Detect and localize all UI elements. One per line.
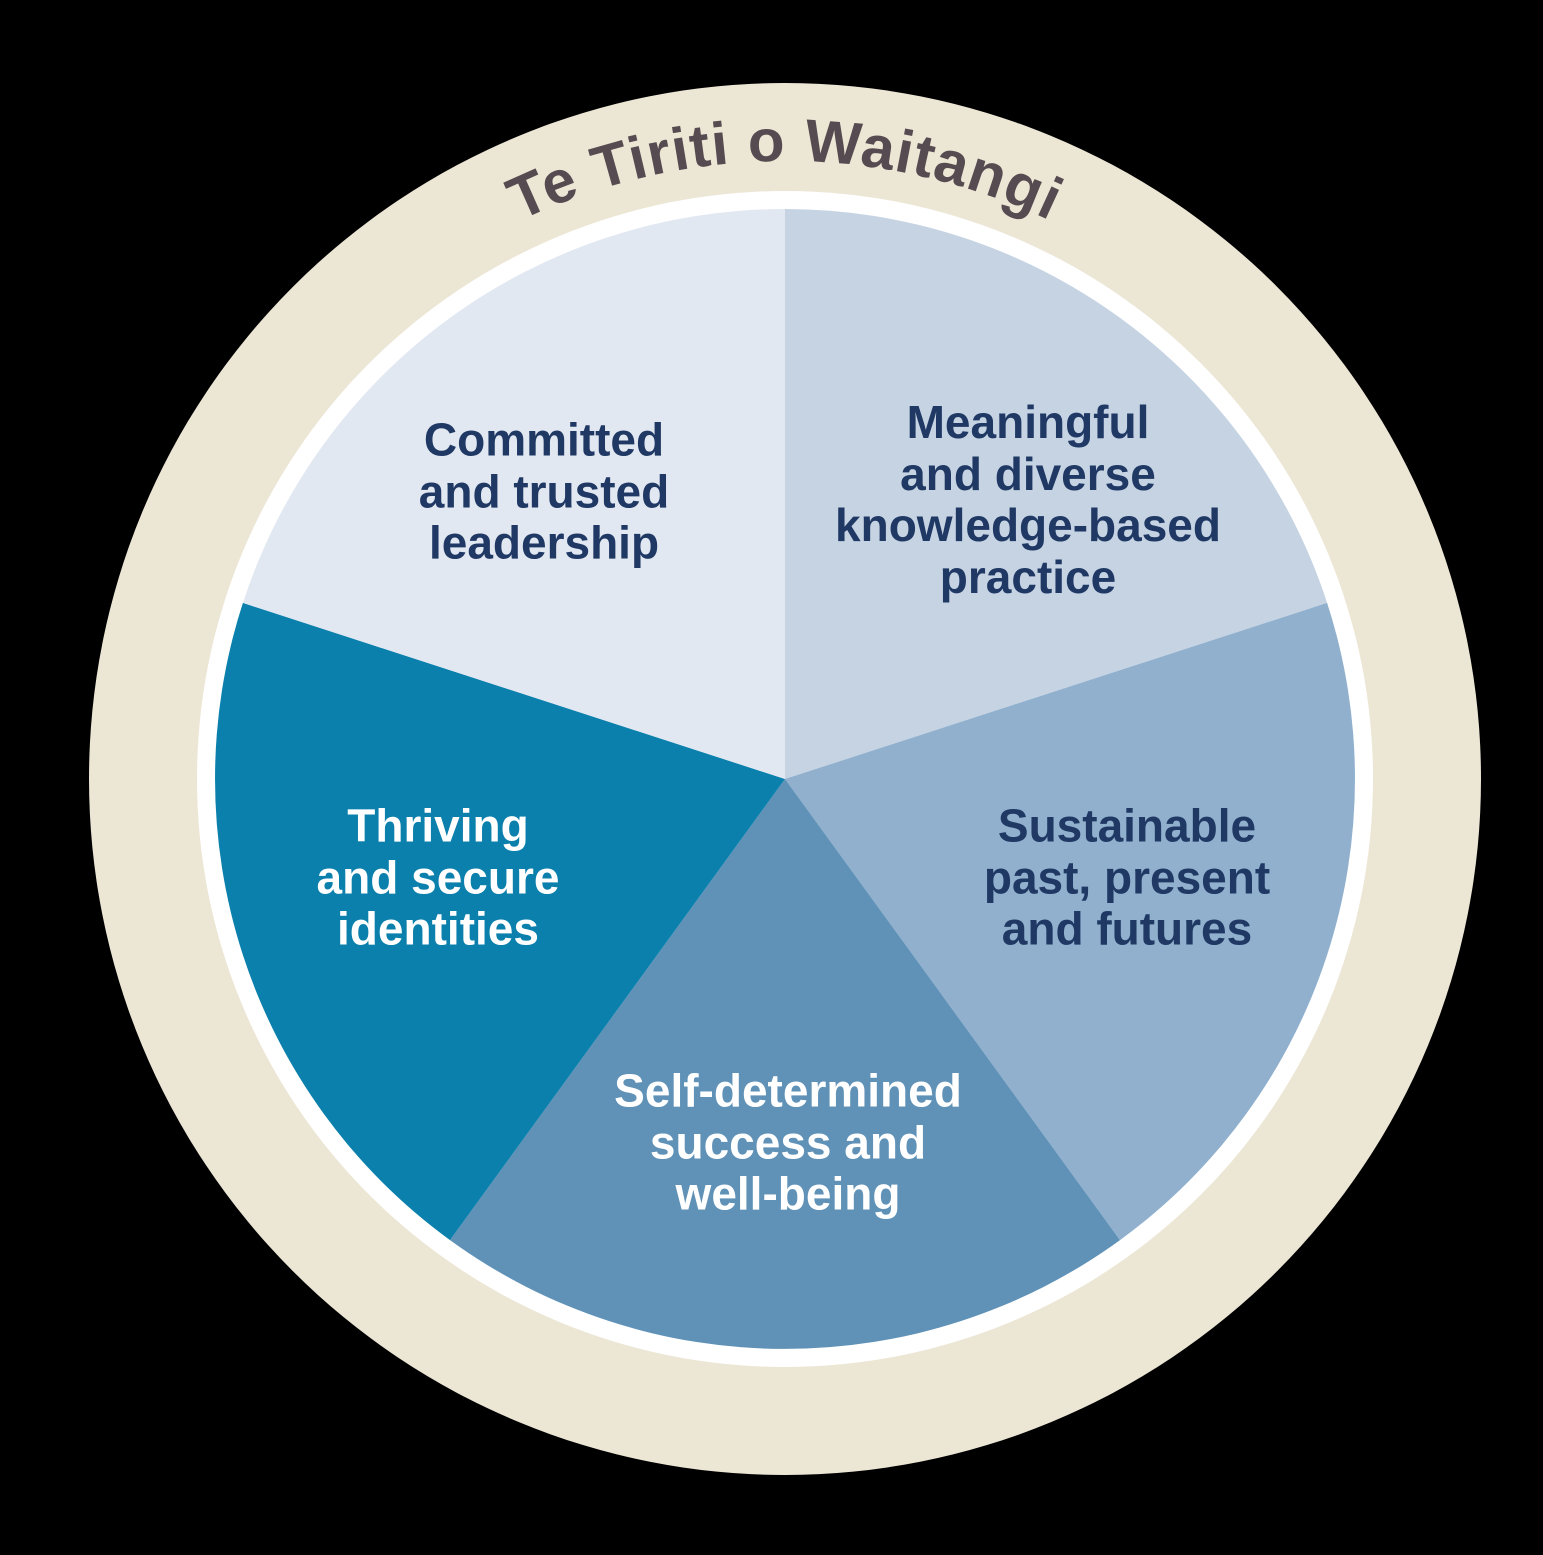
slice-selfdetermined (450, 779, 1120, 1349)
slice-sustainable (785, 602, 1355, 1241)
slice-thriving (215, 602, 786, 1241)
slice-committed (242, 209, 785, 779)
segment-label-committed: Committed and trusted leadership (418, 413, 670, 569)
pie-slices (215, 209, 1355, 1349)
segment-label-selfdetermined: Self-determined success and well-being (614, 1064, 962, 1220)
slice-meaningful (785, 209, 1328, 779)
segment-label-thriving: Thriving and secure identities (316, 799, 560, 955)
segment-label-meaningful: Meaningful and diverse knowledge-based p… (835, 395, 1221, 603)
segment-label-sustainable: Sustainable past, present and futures (983, 799, 1271, 955)
